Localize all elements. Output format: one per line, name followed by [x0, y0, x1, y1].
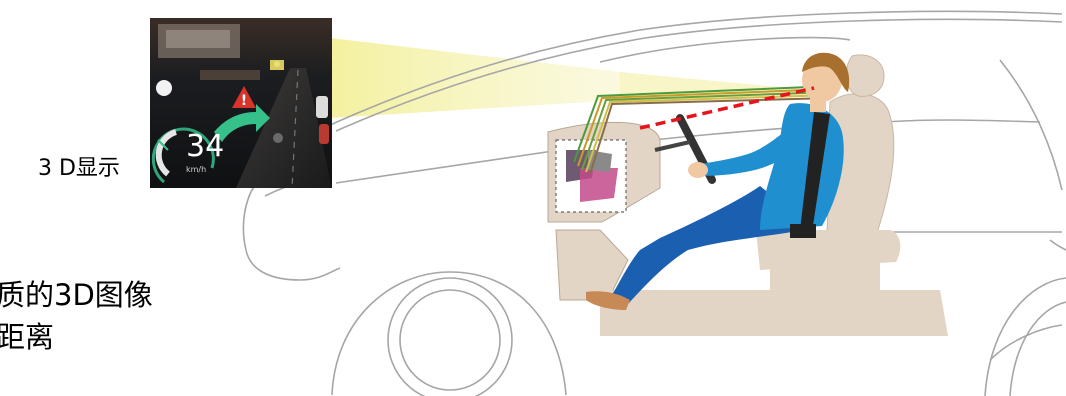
- front-wheel: [332, 272, 566, 396]
- warning-glyph: !: [241, 93, 247, 109]
- speed-unit: km/h: [186, 165, 206, 174]
- hud-display-panel: ! 34 km/h: [150, 18, 332, 188]
- caption-line-1: 质的3D图像: [0, 272, 153, 314]
- label-3d-display: 3 D显示: [38, 150, 120, 182]
- hud-optics-module: [556, 140, 626, 212]
- caption-line-2: 距离: [0, 314, 54, 356]
- speed-value: 34: [186, 129, 224, 164]
- rear-wheel: [985, 278, 1066, 396]
